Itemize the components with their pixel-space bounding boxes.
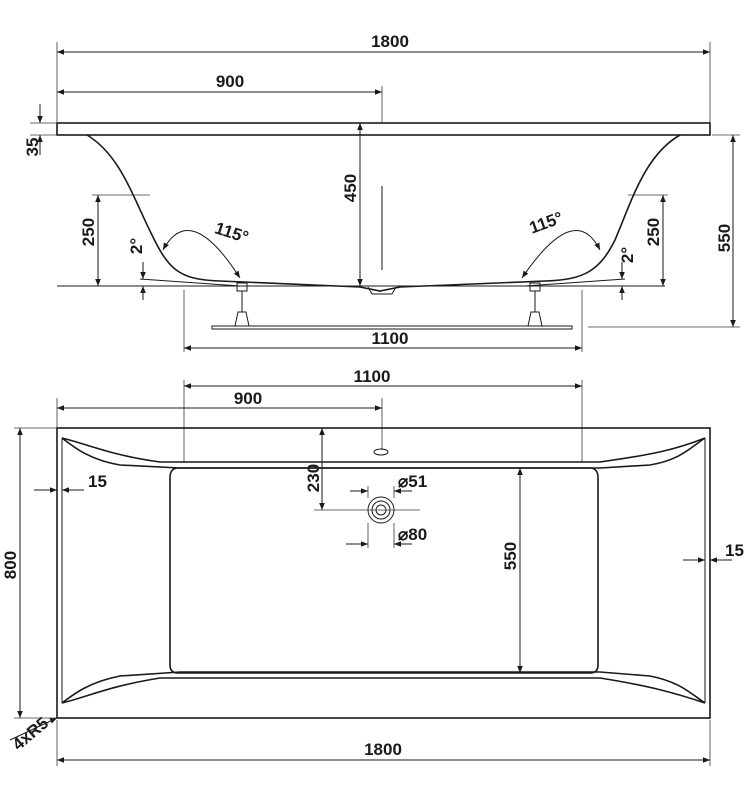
dim-overall-width: 800 xyxy=(1,427,57,719)
rim-thickness-label: 35 xyxy=(23,138,42,157)
dim-overflow-diameter: ⌀80 xyxy=(346,523,427,548)
tub-outline-top xyxy=(56,427,711,719)
right-floor-slope-label: 2° xyxy=(618,247,637,263)
drain-top xyxy=(373,448,389,456)
total-height-label: 550 xyxy=(715,224,734,252)
dim-left-wall-height: 250 xyxy=(79,194,150,286)
dim-drain-diameter: ⌀51 xyxy=(350,472,427,498)
basin-length-label: 1100 xyxy=(354,367,391,386)
dim-right-wall-angle: 115° xyxy=(521,208,601,279)
right-wall-angle-label: 115° xyxy=(527,208,566,238)
right-rim-width-label: 15 xyxy=(725,541,744,560)
dim-drain-offset: 900 xyxy=(56,389,383,450)
top-overall-length-label: 1800 xyxy=(364,740,402,759)
drain-offset-label: 900 xyxy=(234,389,262,408)
dim-side-overall-length: 1800 xyxy=(56,32,711,122)
tub-leg-right xyxy=(527,282,543,327)
dim-side-half-length: 900 xyxy=(57,72,383,122)
dim-top-overall-length: 1800 xyxy=(56,720,711,766)
corner-radius-label: 4xR5 xyxy=(9,713,52,754)
left-wall-height-label: 250 xyxy=(79,218,98,246)
dim-total-height: 550 xyxy=(588,134,740,328)
right-wall-height-label: 250 xyxy=(644,218,663,246)
dim-rim-thickness: 35 xyxy=(23,104,57,156)
tub-leg-left xyxy=(234,282,250,327)
dim-leg-spacing: 1100 xyxy=(183,290,583,352)
tub-shell-top xyxy=(61,437,706,704)
tub-rim-side xyxy=(56,122,711,136)
dim-right-floor-slope: 2° xyxy=(618,247,637,300)
tub-body-side xyxy=(57,134,681,295)
dim-basin-length: 1100 xyxy=(183,367,583,462)
inner-width-label: 550 xyxy=(501,542,520,570)
dim-corner-radius: 4xR5 xyxy=(9,713,58,754)
side-overall-length-label: 1800 xyxy=(371,32,409,51)
drain-depth-label: 230 xyxy=(304,464,323,492)
side-half-length-label: 900 xyxy=(216,72,244,91)
left-floor-slope-label: 2° xyxy=(127,238,146,254)
depth-label: 450 xyxy=(341,174,360,202)
overall-width-label: 800 xyxy=(1,551,20,579)
dim-inner-width: 550 xyxy=(501,468,523,673)
dim-right-rim-width: 15 xyxy=(683,541,744,563)
dim-depth: 450 xyxy=(341,123,363,286)
dim-drain-depth: 230 xyxy=(304,428,420,511)
drain-diameter-label: ⌀51 xyxy=(398,472,427,491)
dim-left-floor-slope: 2° xyxy=(127,238,146,300)
side-view: 1800 900 35 xyxy=(23,32,740,352)
left-wall-angle-label: 115° xyxy=(212,218,251,247)
leg-spacing-label: 1100 xyxy=(372,329,409,348)
leg-support-rail xyxy=(211,325,573,330)
overflow-diameter-label: ⌀80 xyxy=(398,525,427,544)
top-view: 1100 900 xyxy=(1,367,744,766)
left-rim-width-label: 15 xyxy=(88,472,107,491)
dim-left-rim-width: 15 xyxy=(34,472,107,493)
dim-right-wall-height: 250 xyxy=(628,194,668,286)
